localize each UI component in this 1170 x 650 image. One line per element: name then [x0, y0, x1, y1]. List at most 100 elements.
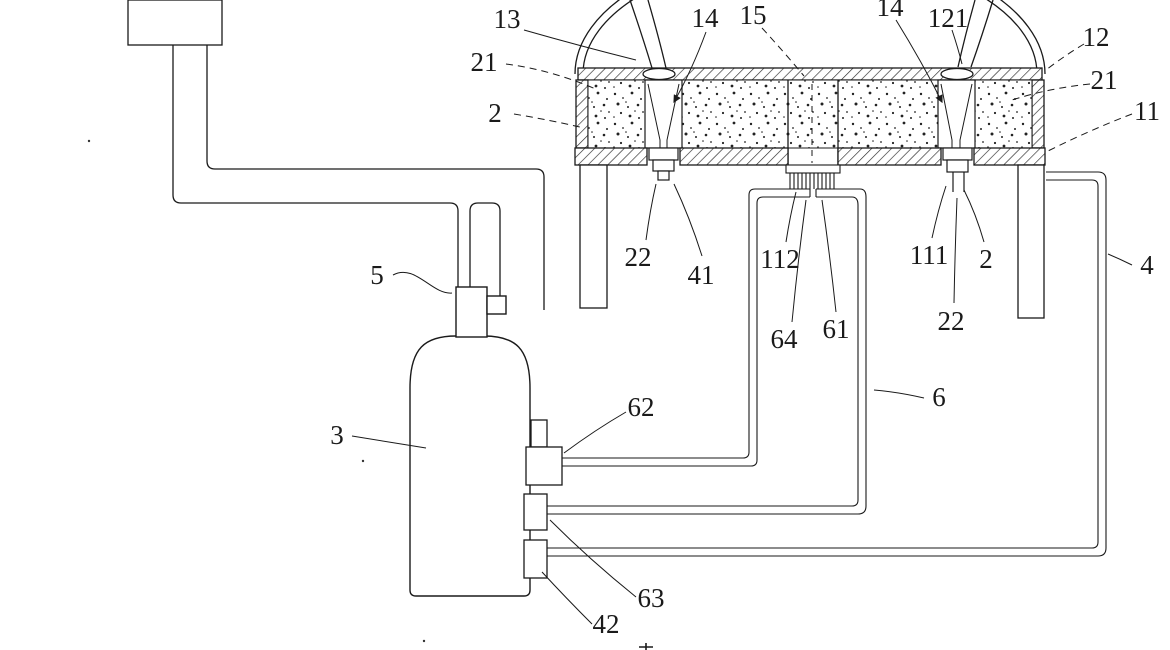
- base-plate-segment: [973, 147, 1046, 166]
- valve-side-port: [486, 295, 507, 315]
- ref-label-63: 63: [638, 583, 665, 613]
- cylinder-group: [409, 286, 563, 597]
- ref-label-6: 6: [932, 382, 946, 412]
- left-inlet-port: [642, 67, 676, 81]
- leader-22-left: [645, 183, 657, 241]
- ref-label-21-left: 21: [471, 47, 498, 77]
- ref-label-21-right: 21: [1091, 65, 1118, 95]
- right-leg: [1017, 164, 1045, 319]
- left-leg: [579, 164, 608, 309]
- duct-top-wall: [206, 45, 545, 310]
- reference-numerals: 13 14 15 14 121 12 21 2 21 11 22 41 112 …: [330, 0, 1160, 639]
- ref-label-111: 111: [910, 240, 949, 270]
- caption-fragment: [639, 643, 653, 650]
- gas-cylinder: [409, 335, 531, 597]
- right-inlet-port: [940, 67, 974, 81]
- leader-2-left: [513, 113, 585, 129]
- ref-label-3: 3: [330, 420, 344, 450]
- base-plate-segment: [574, 147, 648, 166]
- cylinder-valve: [455, 286, 488, 338]
- ref-label-41: 41: [688, 260, 715, 290]
- ref-label-61: 61: [823, 314, 850, 344]
- ref-label-64: 64: [771, 324, 799, 354]
- leader-22-right: [953, 197, 958, 304]
- regulator-fitting: [525, 419, 563, 486]
- tube-62-wall: [562, 188, 810, 459]
- ref-label-22-left: 22: [625, 242, 652, 272]
- leader-111: [931, 185, 947, 239]
- leader-61: [821, 199, 837, 313]
- leader-64: [791, 199, 807, 323]
- scan-artifacts: [87, 139, 653, 650]
- leader-2-right: [963, 189, 985, 243]
- leader-41: [673, 183, 703, 257]
- ref-label-14-right: 14: [877, 0, 905, 22]
- leader-62: [563, 411, 627, 454]
- outlet-fitting-42: [523, 539, 548, 579]
- leader-15: [761, 27, 805, 77]
- right-channel-funnel: [940, 83, 973, 148]
- duct-branch-wall: [469, 202, 501, 310]
- ref-label-121: 121: [928, 3, 969, 33]
- leader-14-right: [895, 19, 943, 104]
- dome-inner-wall: [582, 0, 1038, 75]
- right-side-wall: [1031, 79, 1045, 149]
- right-inlet-pipe: [957, 0, 976, 68]
- leader-6: [873, 389, 925, 399]
- right-channel: [937, 79, 976, 149]
- outlet-fitting-63: [523, 493, 548, 531]
- left-channel: [644, 79, 683, 149]
- chamber-assembly: [574, 0, 1046, 319]
- tube-42-wall: [547, 171, 1107, 557]
- ref-label-22-right: 22: [938, 306, 965, 336]
- tube-42-wall: [547, 179, 1099, 549]
- leader-63: [549, 519, 637, 598]
- comb-diffuser: [785, 164, 841, 189]
- left-side-wall: [575, 79, 589, 149]
- leader-5: [392, 271, 453, 294]
- base-plate-segment: [679, 147, 789, 166]
- ref-label-12: 12: [1083, 22, 1110, 52]
- leader-13: [523, 29, 637, 61]
- right-outlet-fitting: [942, 147, 973, 192]
- control-box-group: [127, 0, 545, 310]
- left-outlet-fitting: [648, 147, 679, 181]
- tube-63-wall: [547, 188, 867, 515]
- base-plate-segment: [837, 147, 942, 166]
- leader-11: [1047, 113, 1133, 152]
- ref-label-62: 62: [628, 392, 655, 422]
- control-box: [127, 0, 223, 46]
- ref-label-14-left: 14: [692, 3, 720, 33]
- left-inlet-pipe: [629, 0, 653, 69]
- right-inlet-pipe: [970, 0, 994, 68]
- duct-bottom-wall: [172, 45, 459, 287]
- ref-label-42: 42: [593, 609, 620, 639]
- ref-label-13: 13: [494, 4, 521, 34]
- leader-3: [351, 435, 427, 449]
- ref-label-15: 15: [740, 0, 767, 30]
- ref-label-2-right: 2: [979, 244, 993, 274]
- ref-label-5: 5: [370, 260, 384, 290]
- left-inlet-pipe: [647, 0, 667, 69]
- tube-62-wall: [562, 196, 810, 467]
- leader-21-right: [1011, 83, 1091, 101]
- ref-label-11: 11: [1134, 96, 1160, 126]
- leader-112: [785, 191, 797, 243]
- leader-21-left: [505, 63, 599, 91]
- ref-label-2-left: 2: [488, 98, 502, 128]
- ref-label-4: 4: [1140, 250, 1154, 280]
- leader-42: [541, 571, 593, 625]
- leader-121: [951, 29, 963, 65]
- tube-63-wall: [547, 196, 859, 507]
- tubing: [547, 171, 1107, 557]
- dome-outer-wall: [574, 0, 1046, 75]
- leader-lines: [351, 19, 1133, 625]
- ref-label-112: 112: [760, 244, 800, 274]
- scan-speck: [422, 639, 426, 643]
- leader-12: [1045, 43, 1085, 71]
- leader-14-left: [673, 31, 707, 104]
- scan-speck: [87, 139, 91, 143]
- scan-speck: [361, 459, 365, 463]
- leader-4: [1107, 253, 1133, 266]
